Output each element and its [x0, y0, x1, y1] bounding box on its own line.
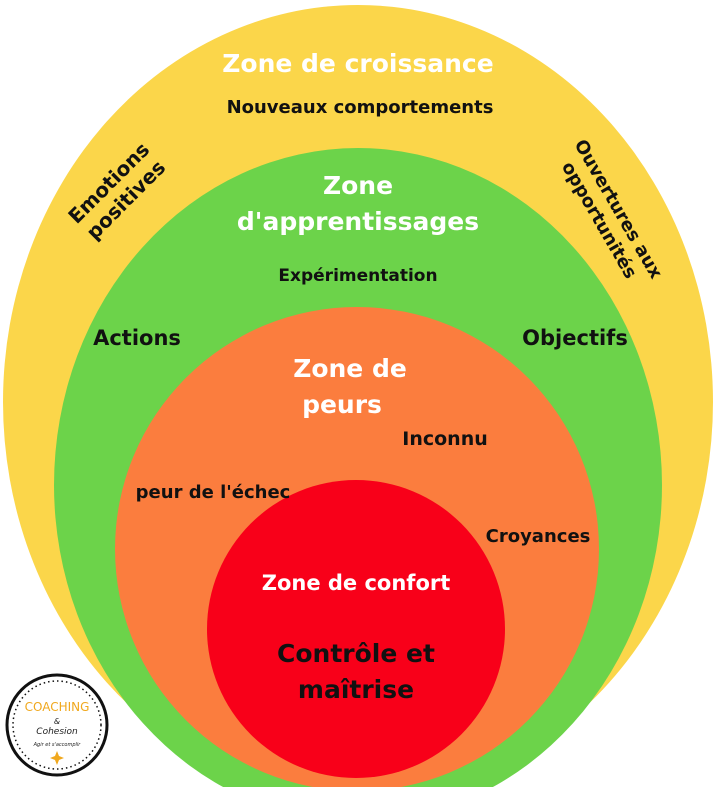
star-icon: [50, 751, 64, 765]
learning-zone-title-line2: d'apprentissages: [237, 207, 479, 236]
logo-line2: &: [54, 717, 60, 726]
logo-line1: COACHING: [25, 700, 90, 714]
learning-left-label: Actions: [93, 326, 181, 350]
fear-item-beliefs: Croyances: [486, 526, 591, 547]
fear-item-unknown: Inconnu: [402, 428, 488, 450]
learning-zone-title-line1: Zone: [323, 171, 393, 200]
learning-right-label: Objectifs: [522, 326, 628, 350]
logo-tagline: Agir et s'accomplir: [33, 742, 82, 748]
comfort-zone-title: Zone de confort: [262, 571, 451, 595]
coaching-cohesion-logo: COACHING & Cohesion Agir et s'accomplir: [5, 673, 109, 777]
fear-item-failure: peur de l'échec: [136, 482, 291, 503]
comfort-subtitle-line1: Contrôle et: [277, 639, 435, 668]
growth-zone-title: Zone de croissance: [222, 49, 493, 78]
growth-zone-subtitle: Nouveaux comportements: [227, 97, 494, 118]
fear-zone-title-line2: peurs: [302, 390, 382, 419]
comfort-subtitle-line2: maîtrise: [298, 675, 414, 704]
fear-zone-title-line1: Zone de: [293, 354, 407, 383]
comfort-zone: [207, 480, 505, 778]
learning-zone-subtitle: Expérimentation: [278, 266, 437, 286]
logo-line3: Cohesion: [36, 727, 78, 737]
